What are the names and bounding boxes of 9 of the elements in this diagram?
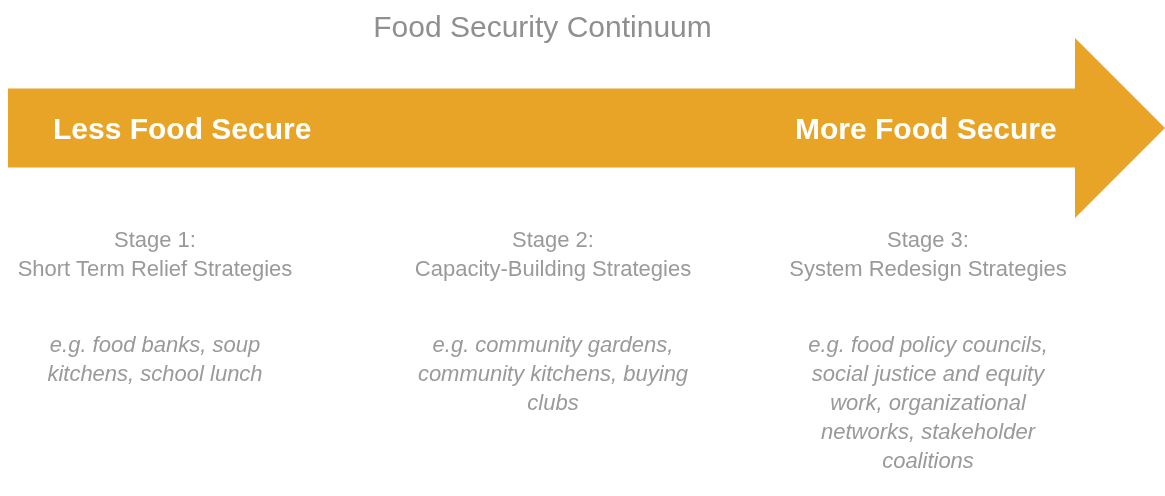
example-text: e.g. community gardens, community kitchens, buying clubs	[416, 331, 690, 417]
example-text: e.g. food banks, soup kitchens, school lunch	[46, 331, 264, 388]
example-text: e.g. food policy councils, social justice and equity work, organizational networks, stakeholder coalitions	[807, 331, 1049, 475]
stage-heading: Stage 2: Capacity-Building Strategies	[413, 226, 693, 283]
stage-heading: Stage 3: System Redesign Strategies	[788, 226, 1068, 283]
diagram-title: Food Security Continuum	[372, 10, 713, 44]
stage-heading: Stage 1: Short Term Relief Strategies	[16, 226, 294, 283]
band-label: More Food Secure	[795, 112, 1057, 146]
band-label: Less Food Secure	[53, 112, 312, 146]
